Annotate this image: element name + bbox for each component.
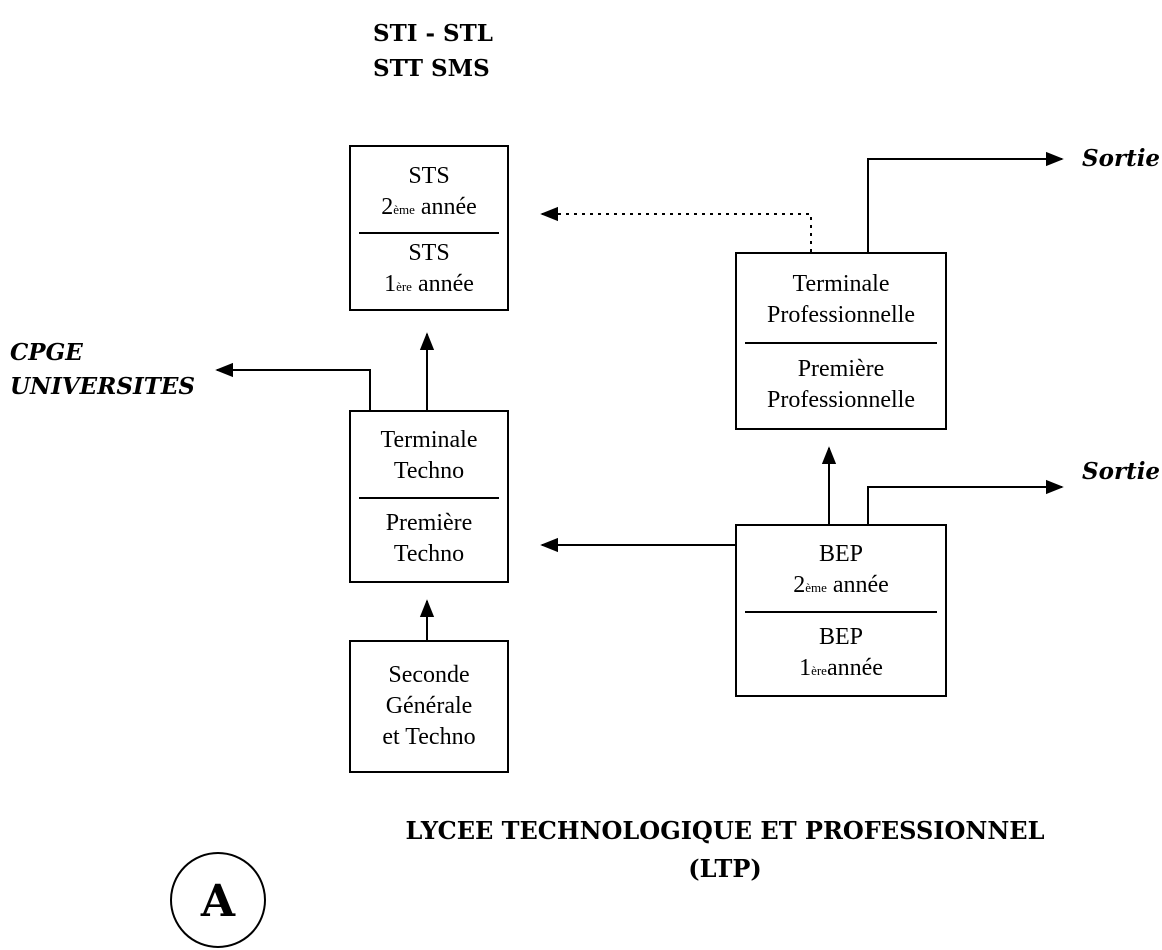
label-cpge-universites: CPGE UNIVERSITES (10, 336, 195, 404)
box-bep: BEP 2ème année BEP 1èreannée (735, 524, 947, 697)
box-sts-year2: STS 2ème année (351, 147, 507, 232)
label-sortie-mid: Sortie (1082, 458, 1161, 485)
sts-1-year: 1ère année (384, 271, 474, 297)
sts-2-title: STS (408, 163, 450, 189)
label-universites: UNIVERSITES (10, 373, 195, 400)
seconde-line-1: Seconde (388, 662, 470, 688)
label-sortie-top: Sortie (1082, 145, 1161, 172)
header-title: STI - STL STT SMS (373, 16, 493, 86)
box-bep-year1: BEP 1èreannée (737, 613, 945, 693)
seconde-line-3: et Techno (382, 724, 476, 750)
bep-1-title: BEP (818, 624, 863, 650)
seconde-line-2: Générale (385, 693, 473, 719)
box-sts-year1: STS 1ère année (351, 234, 507, 304)
terminale-techno-line-2: Techno (393, 458, 465, 484)
label-cpge: CPGE (10, 339, 83, 366)
bep-2-title: BEP (818, 541, 863, 567)
footer-line-2: (LTP) (688, 854, 762, 883)
box-seconde: Seconde Générale et Techno (349, 640, 509, 773)
box-premiere-pro: Première Professionnelle (737, 344, 945, 426)
sts-2-year: 2ème année (381, 194, 477, 220)
box-techno: Terminale Techno Première Techno (349, 410, 509, 583)
footer-line-1: LYCEE TECHNOLOGIQUE ET PROFESSIONNEL (405, 816, 1045, 845)
box-sts: STS 2ème année STS 1ère année (349, 145, 509, 311)
header-line-2: STT SMS (373, 55, 490, 82)
box-premiere-techno: Première Techno (351, 499, 507, 579)
circle-badge: A (170, 852, 266, 948)
box-bep-divider (745, 611, 937, 613)
circle-badge-letter: A (200, 876, 236, 927)
premiere-pro-line-1: Première (797, 356, 885, 382)
box-techno-divider (359, 497, 499, 499)
box-bep-year2: BEP 2ème année (737, 526, 945, 611)
terminale-techno-line-1: Terminale (380, 427, 478, 453)
terminale-pro-line-2: Professionnelle (767, 302, 915, 328)
premiere-techno-line-1: Première (385, 510, 473, 536)
connector-lines (215, 151, 1064, 640)
box-pro-divider (745, 342, 937, 344)
box-sts-divider (359, 232, 499, 234)
bep-1-year: 1èreannée (799, 655, 883, 681)
footer-title: LYCEE TECHNOLOGIQUE ET PROFESSIONNEL (LT… (330, 812, 1120, 888)
box-terminale-techno: Terminale Techno (351, 412, 507, 497)
box-professionnelle: Terminale Professionnelle Première Profe… (735, 252, 947, 430)
header-line-1: STI - STL (373, 20, 493, 47)
arrow-techno-to-cpge (215, 362, 371, 410)
premiere-pro-line-2: Professionnelle (767, 387, 915, 413)
terminale-pro-line-1: Terminale (792, 271, 890, 297)
arrow-pro-to-sts-dotted (540, 206, 812, 252)
premiere-techno-line-2: Techno (393, 541, 465, 567)
sts-1-title: STS (408, 240, 450, 266)
bep-2-year: 2ème année (793, 572, 889, 598)
arrow-pro-to-sortie (867, 151, 1064, 252)
box-terminale-pro: Terminale Professionnelle (737, 254, 945, 342)
arrow-bep-to-sortie (867, 479, 1064, 524)
